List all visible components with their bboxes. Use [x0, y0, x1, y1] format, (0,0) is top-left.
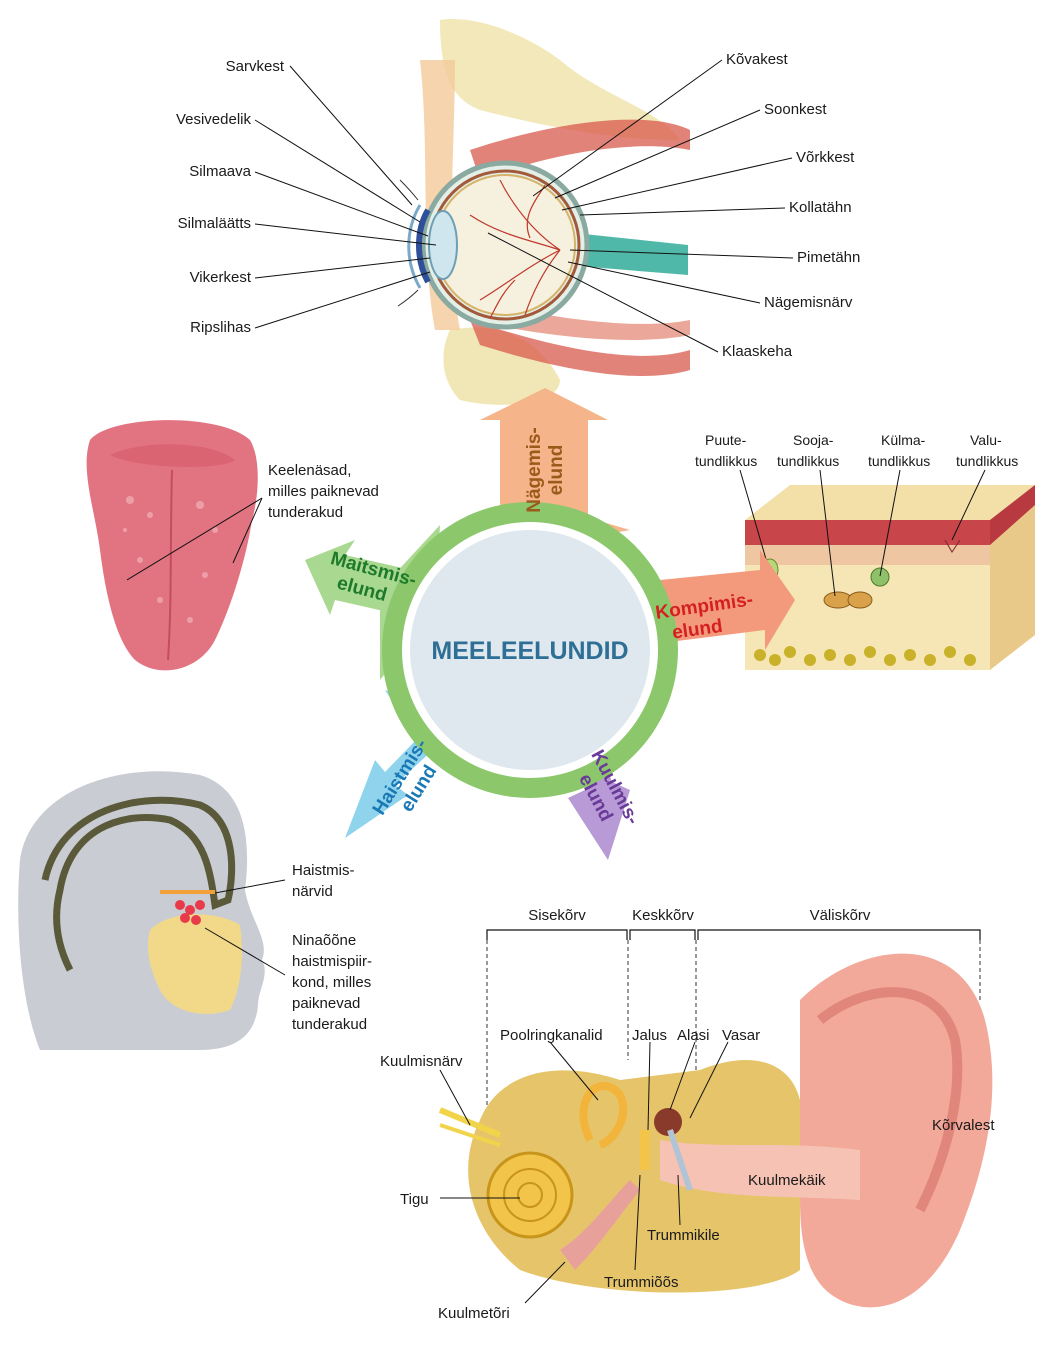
eye-label-vikerkest: Vikerkest — [190, 269, 252, 286]
svg-text:Haistmis-: Haistmis- — [292, 862, 355, 879]
svg-text:Keelenäsad,: Keelenäsad, — [268, 462, 351, 479]
center-title: MEELEELUNDID — [431, 637, 628, 665]
eye-label-sarvkest: Sarvkest — [226, 58, 285, 75]
skin-labels: Puute- tundlikkus Sooja- tundlikkus Külm… — [695, 432, 1018, 469]
nose-leader-lines — [204, 879, 286, 976]
svg-text:Puute-: Puute- — [705, 432, 747, 448]
ear-leader-lines — [439, 1041, 729, 1304]
ear-label-kuulmetori: Kuulmetõri — [438, 1305, 510, 1322]
ear-section-labels: Sisekõrv Keskkõrv Väliskõrv — [528, 907, 871, 924]
eye-label-pimetahn: Pimetähn — [797, 249, 860, 266]
tongue-illustration — [86, 420, 258, 671]
skin-leader-lines — [739, 469, 986, 597]
svg-text:Sisekõrv: Sisekõrv — [528, 907, 586, 924]
ear-section-brackets — [486, 929, 981, 1120]
eye-labels: Sarvkest Vesivedelik Silmaava Silmaläätt… — [176, 51, 860, 360]
ear-label-trummioos: Trummiõõs — [604, 1274, 678, 1291]
arrow-label-vision: Nägemis-elund — [524, 427, 567, 513]
svg-text:Külma-: Külma- — [881, 432, 926, 448]
svg-text:närvid: närvid — [292, 883, 333, 900]
svg-text:Sooja-: Sooja- — [793, 432, 834, 448]
eye-label-vesivedelik: Vesivedelik — [176, 111, 252, 128]
head-illustration — [18, 771, 265, 1050]
eye-label-klaaskeha: Klaaskeha — [722, 343, 793, 360]
ear-label-vasar: Vasar — [722, 1027, 760, 1044]
svg-text:tundlikkus: tundlikkus — [695, 453, 757, 469]
ear-label-jalus: Jalus — [632, 1027, 667, 1044]
svg-text:Keskkõrv: Keskkõrv — [632, 907, 694, 924]
svg-text:paiknevad: paiknevad — [292, 995, 360, 1012]
center-wheel: MEELEELUNDID — [305, 388, 795, 860]
svg-text:tunderakud: tunderakud — [292, 1016, 367, 1033]
svg-text:Väliskõrv: Väliskõrv — [810, 907, 871, 924]
ear-illustration — [438, 953, 993, 1308]
svg-text:kond, milles: kond, milles — [292, 974, 371, 991]
ear-label-kuulmekaik: Kuulmekäik — [748, 1172, 826, 1189]
svg-text:tunderakud: tunderakud — [268, 504, 343, 521]
eye-label-kollatahn: Kollatähn — [789, 199, 852, 216]
tongue-label: Keelenäsad, milles paiknevad tunderakud — [268, 462, 379, 521]
ear-label-poolringkanalid: Poolringkanalid — [500, 1027, 603, 1044]
eye-label-ripslihas: Ripslihas — [190, 319, 251, 336]
eye-illustration — [397, 19, 690, 405]
ear-label-kuulmisnarv: Kuulmisnärv — [380, 1053, 463, 1070]
svg-text:Valu-: Valu- — [970, 432, 1002, 448]
eye-label-vorkkest: Võrkkest — [796, 149, 855, 166]
eye-label-soonkest: Soonkest — [764, 101, 827, 118]
eye-leader-lines — [254, 59, 794, 353]
eye-label-silmaava: Silmaava — [189, 163, 251, 180]
ear-labels: Poolringkanalid Jalus Alasi Vasar Kuulmi… — [380, 1027, 995, 1322]
svg-text:milles paiknevad: milles paiknevad — [268, 483, 379, 500]
svg-text:tundlikkus: tundlikkus — [868, 453, 930, 469]
ear-label-tigu: Tigu — [400, 1191, 429, 1208]
eye-label-kovakest: Kõvakest — [726, 51, 789, 68]
svg-text:tundlikkus: tundlikkus — [777, 453, 839, 469]
ear-label-trummikile: Trummikile — [647, 1227, 720, 1244]
eye-label-silmalaats: Silmaläätts — [178, 215, 251, 232]
arrow-touch — [640, 550, 795, 650]
svg-text:tundlikkus: tundlikkus — [956, 453, 1018, 469]
skin-illustration — [745, 485, 1035, 670]
ear-label-alasi: Alasi — [677, 1027, 710, 1044]
eye-label-nagemisnarv: Nägemisnärv — [764, 294, 853, 311]
tongue-leader-lines — [126, 497, 263, 581]
svg-text:haistmispiir-: haistmispiir- — [292, 953, 372, 970]
nose-labels: Haistmis- närvid Ninaõõne haistmispiir- … — [292, 862, 372, 1033]
svg-text:Ninaõõne: Ninaõõne — [292, 932, 356, 949]
ear-label-korvalest: Kõrvalest — [932, 1117, 995, 1134]
